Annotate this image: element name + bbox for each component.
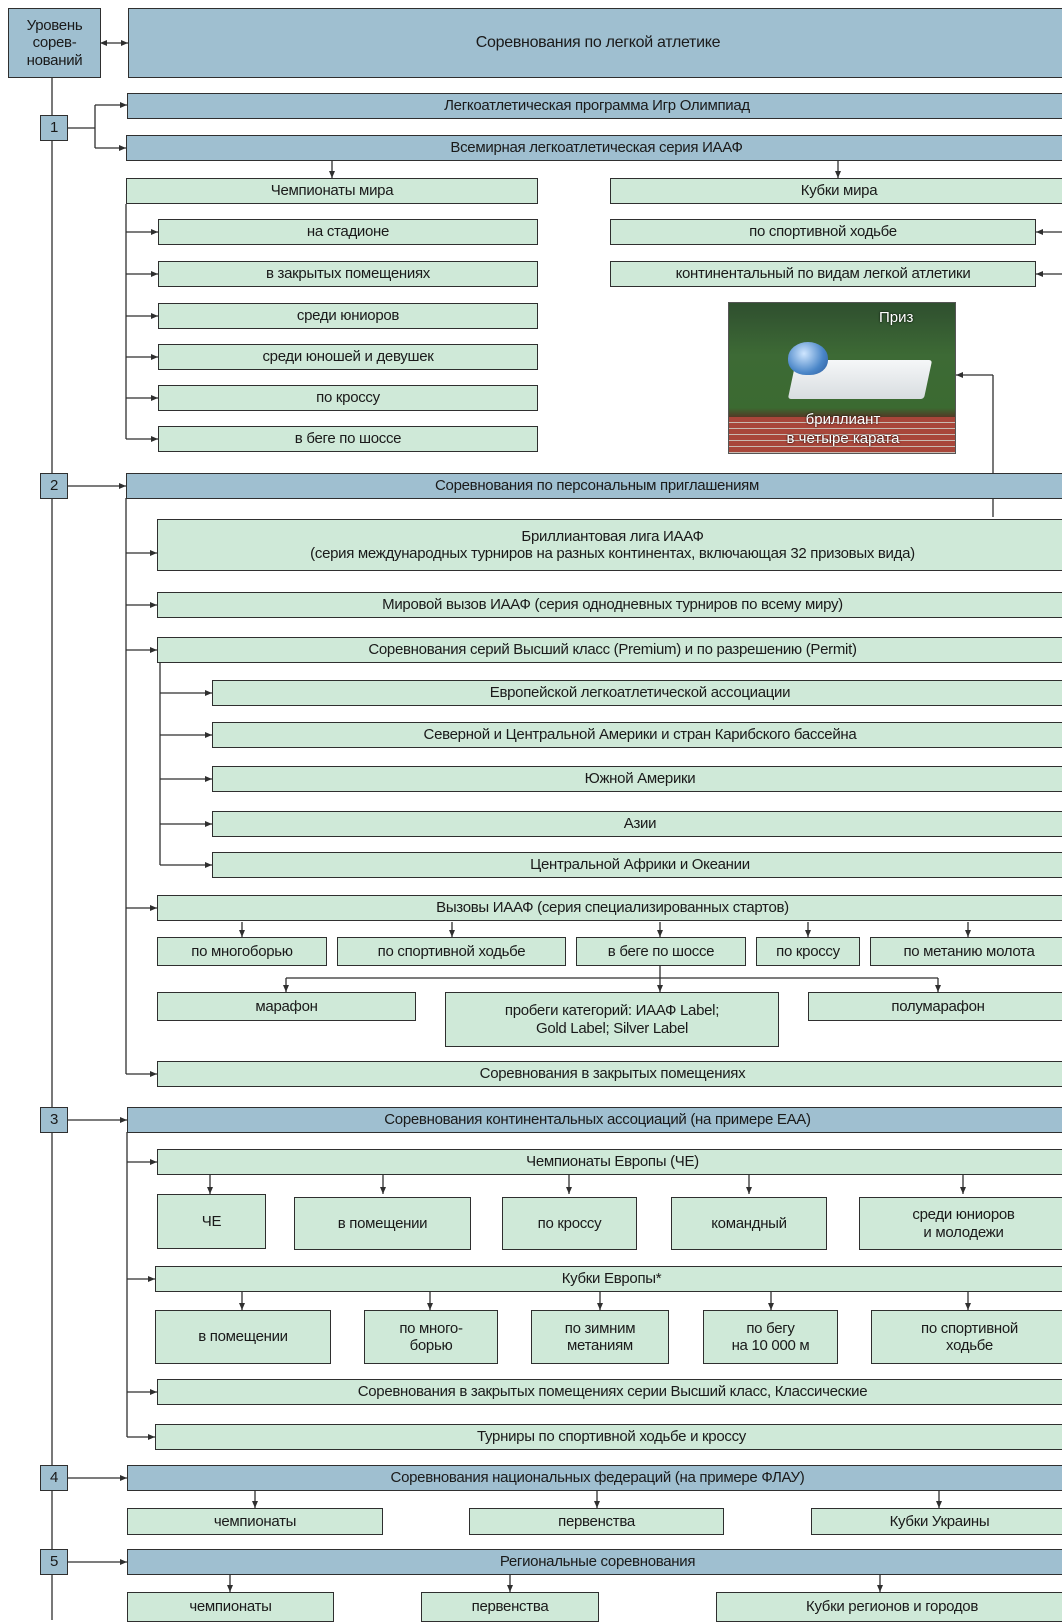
half-marathon: полумарафон <box>808 992 1062 1021</box>
wc-item: по кроссу <box>158 385 538 411</box>
euro-cups-item: по спортивной ходьбе <box>871 1310 1062 1364</box>
iaaf-world-series: Всемирная легкоатлетическая серия ИААФ <box>126 135 1062 161</box>
national-item: Кубки Украины <box>811 1508 1062 1535</box>
calls-item: по спортивной ходьбе <box>337 937 566 966</box>
premium-item: Азии <box>212 811 1062 837</box>
regional-item: чемпионаты <box>127 1592 334 1622</box>
continental-associations: Соревнования континентальных ассоциаций … <box>127 1107 1062 1133</box>
level-1-marker: 1 <box>40 115 68 141</box>
euro-cups-item: по зимним метаниям <box>531 1310 669 1364</box>
cups-item: континентальный по видам легкой атлетики <box>610 261 1036 287</box>
wc-item: на стадионе <box>158 219 538 245</box>
euro-cups-item: по бегу на 10 000 м <box>703 1310 838 1364</box>
wc-item: в закрытых помещениях <box>158 261 538 287</box>
premium-item: Южной Америки <box>212 766 1062 792</box>
running-track <box>729 417 955 453</box>
walk-cross-tournaments: Турниры по спортивной ходьбе и кроссу <box>155 1424 1062 1450</box>
personal-invitations: Соревнования по персональным приглашения… <box>126 473 1062 499</box>
diamond-icon <box>787 342 829 375</box>
world-challenge: Мировой вызов ИААФ (серия однодневных ту… <box>157 592 1062 618</box>
euro-champ-item: командный <box>671 1197 827 1250</box>
regional-competitions: Региональные соревнования <box>127 1549 1062 1575</box>
euro-champ-item: ЧЕ <box>157 1194 266 1249</box>
euro-cups-item: в помещении <box>155 1310 331 1364</box>
level-4-marker: 4 <box>40 1465 68 1491</box>
iaaf-challenges: Вызовы ИААФ (серия специализированных ст… <box>157 895 1062 921</box>
euro-cups-item: по много- борью <box>364 1310 498 1364</box>
level-header: Уровень сорев- нований <box>8 8 101 78</box>
premium-permit: Соревнования серий Высший класс (Premium… <box>157 637 1062 663</box>
road-labels: пробеги категорий: ИААФ Label; Gold Labe… <box>445 992 779 1047</box>
national-item: чемпионаты <box>127 1508 383 1535</box>
diamond-league: Бриллиантовая лига ИААФ (серия междунаро… <box>157 519 1062 571</box>
indoor-competitions: Соревнования в закрытых помещениях <box>157 1061 1062 1087</box>
main-title: Соревнования по легкой атлетике <box>128 8 1062 78</box>
premium-item: Северной и Центральной Америки и стран К… <box>212 722 1062 748</box>
national-federations: Соревнования национальных федераций (на … <box>127 1465 1062 1491</box>
wc-item: среди юниоров <box>158 303 538 329</box>
world-championships: Чемпионаты мира <box>126 178 538 204</box>
european-championships: Чемпионаты Европы (ЧЕ) <box>157 1149 1062 1175</box>
wc-item: среди юношей и девушек <box>158 344 538 370</box>
level-5-marker: 5 <box>40 1549 68 1575</box>
world-cups: Кубки мира <box>610 178 1062 204</box>
regional-item: первенства <box>421 1592 599 1622</box>
cups-item: по спортивной ходьбе <box>610 219 1036 245</box>
euro-champ-item: среди юниоров и молодежи <box>859 1197 1062 1250</box>
marathon: марафон <box>157 992 416 1021</box>
prize-label: Приз <box>879 309 914 326</box>
indoor-premium-classic: Соревнования в закрытых помещениях серии… <box>157 1379 1062 1405</box>
wc-item: в беге по шоссе <box>158 426 538 452</box>
national-item: первенства <box>469 1508 724 1535</box>
level-2-marker: 2 <box>40 473 68 499</box>
euro-champ-item: в помещении <box>294 1197 471 1250</box>
prize-photo: Приз бриллиант в четыре карата <box>728 302 956 454</box>
calls-item: по метанию молота <box>870 937 1062 966</box>
regional-item: Кубки регионов и городов <box>716 1592 1062 1622</box>
european-cups: Кубки Европы* <box>155 1266 1062 1292</box>
calls-item: по кроссу <box>756 937 860 966</box>
olympic-program: Легкоатлетическая программа Игр Олимпиад <box>127 93 1062 119</box>
premium-item: Центральной Африки и Океании <box>212 852 1062 878</box>
prize-caption: бриллиант в четыре карата <box>786 411 900 447</box>
euro-champ-item: по кроссу <box>502 1197 637 1250</box>
premium-item: Европейской легкоатлетической ассоциации <box>212 680 1062 706</box>
calls-item: по многоборью <box>157 937 327 966</box>
calls-item: в беге по шоссе <box>576 937 746 966</box>
level-3-marker: 3 <box>40 1107 68 1133</box>
